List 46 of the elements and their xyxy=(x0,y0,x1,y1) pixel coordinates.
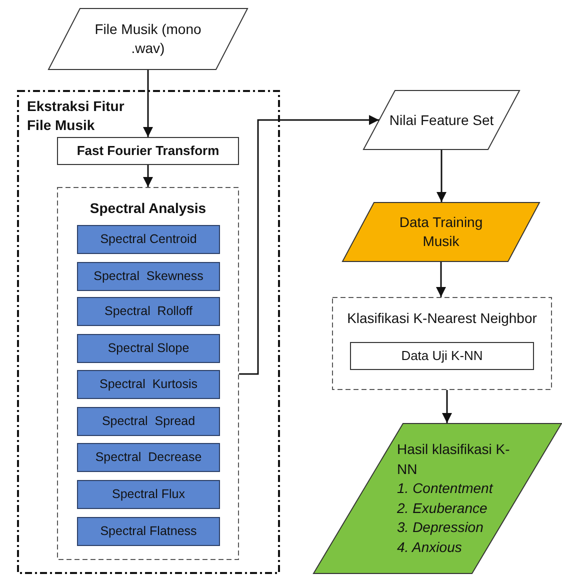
node-label: Nilai Feature Set xyxy=(388,110,495,130)
feature-box xyxy=(77,443,220,472)
feature-box xyxy=(77,225,220,254)
node-label: Data Training Musik xyxy=(398,213,484,251)
data-parallelogram xyxy=(48,8,248,70)
arrow xyxy=(442,390,452,423)
node-label: Spectral Skewness xyxy=(94,268,204,285)
arrow xyxy=(436,150,446,202)
process-box xyxy=(57,137,239,165)
node-label: Spectral Rolloff xyxy=(104,303,192,320)
data-parallelogram xyxy=(342,202,540,262)
feature-box xyxy=(77,262,220,291)
feature-box xyxy=(77,517,220,546)
feature-box xyxy=(77,334,220,363)
node-label: Data Uji K-NN xyxy=(401,347,483,365)
node-label: Hasil klasifikasi K-NN xyxy=(397,440,511,478)
group-title: Ekstraksi Fitur File Musik xyxy=(27,97,126,135)
group-frame xyxy=(57,187,239,560)
node-label: Spectral Centroid xyxy=(100,231,197,248)
group-frame xyxy=(332,297,552,390)
arrow xyxy=(143,165,153,187)
process-box xyxy=(350,342,534,370)
node-label: File Musik (mono .wav) xyxy=(94,20,202,58)
node-label: Spectral Decrease xyxy=(95,449,202,466)
data-parallelogram xyxy=(313,423,562,574)
node-label: Spectral Kurtosis xyxy=(100,376,198,393)
node-label: 1. Contentment xyxy=(397,479,493,498)
group-frame xyxy=(17,90,280,574)
node-label: 2. Exuberance xyxy=(397,498,488,518)
node-label: Spectral Spread xyxy=(102,413,196,430)
arrow xyxy=(239,115,379,375)
node-label: 4. Anxious xyxy=(397,538,462,556)
node-label: Fast Fourier Transform xyxy=(76,142,220,160)
feature-box xyxy=(77,370,220,399)
arrow xyxy=(436,262,446,297)
arrow xyxy=(143,70,153,137)
feature-box xyxy=(77,480,220,509)
feature-box xyxy=(77,407,220,436)
group-title: Spectral Analysis xyxy=(90,199,206,218)
node-label: Spectral Slope xyxy=(108,340,190,357)
data-parallelogram xyxy=(363,90,520,150)
node-label: Spectral Flatness xyxy=(100,523,197,540)
node-label: Spectral Flux xyxy=(112,486,185,503)
feature-box xyxy=(77,297,220,326)
node-label: 3. Depression xyxy=(397,518,484,537)
group-title: Klasifikasi K-Nearest Neighbor xyxy=(347,309,537,328)
